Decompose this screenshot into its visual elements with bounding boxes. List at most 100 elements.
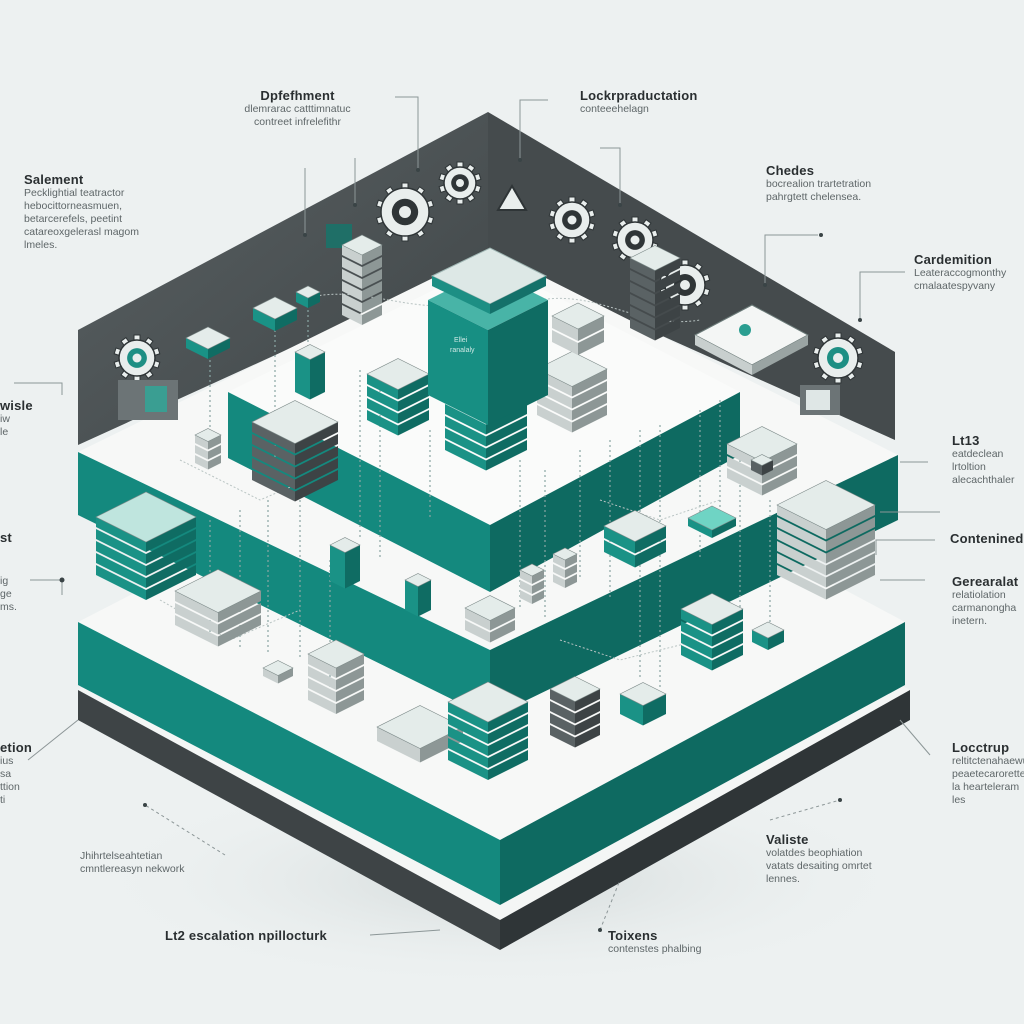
label-right-6-line-2: peaetecaroretten <box>952 768 1024 780</box>
label-right-4-title: Contenined <box>950 531 1024 546</box>
gear-icon <box>438 161 482 205</box>
label-right-6-line-4: les <box>952 794 966 806</box>
gear-icon <box>113 334 161 382</box>
central-box-text-1: Ellei <box>454 337 468 344</box>
stacked-block <box>341 234 383 325</box>
label-right-2-title: Cardemition <box>914 252 993 267</box>
wall-panel-right-screen <box>806 390 830 410</box>
stacked-block <box>687 505 737 538</box>
label-bottom-center-right: Valiste volatdes beophiation vatats desa… <box>766 832 936 886</box>
label-left-4: etion ius sa ttion ti <box>0 740 40 807</box>
label-right-1-title: Chedes <box>766 163 815 178</box>
label-right-5-title: Gerearalat <box>952 574 1019 589</box>
wall-panel-left-screen <box>145 386 167 412</box>
layer-3-right <box>490 392 740 592</box>
stacked-block <box>776 480 876 600</box>
stacked-block <box>750 454 774 476</box>
label-right-6-line-3: la hearteleram <box>952 781 1020 793</box>
label-left-2-title: wisle <box>0 398 33 413</box>
label-right-5-line-2: carmanongha <box>952 602 1017 614</box>
label-left-2: wisle iw le <box>0 398 40 439</box>
label-bottom-center: Lt2 escalation npillocturk <box>165 928 375 943</box>
label-right-6-line-1: reltitctenahaewun <box>952 755 1024 767</box>
warning-icon <box>496 184 528 211</box>
label-bottom-center-title: Lt2 escalation npillocturk <box>165 928 327 943</box>
label-left-2-line-2: le <box>0 426 9 438</box>
label-bottom-center-right-line-1: volatdes beophiation <box>766 847 863 859</box>
stacked-block <box>603 510 667 568</box>
label-left-1-line-3: betarcerefels, peetint <box>24 213 123 225</box>
label-right-2-line-1: Leateraccogmonthy <box>914 267 1007 279</box>
stacked-block <box>552 547 578 588</box>
stacked-block <box>751 621 785 650</box>
wall-gears <box>113 161 864 384</box>
layer-1-left <box>78 622 500 905</box>
gear-icon <box>375 182 435 242</box>
stacked-block <box>194 428 222 470</box>
stacked-block <box>536 351 608 433</box>
label-right-5-line-3: inetern. <box>952 615 988 627</box>
label-top-center-line-2: contreet infrelefithr <box>254 116 341 128</box>
left-back-wall <box>78 112 488 445</box>
label-left-4-line-2: sa <box>0 768 12 780</box>
stacked-block <box>252 296 298 331</box>
stacked-block <box>447 681 529 780</box>
label-left-2-line-1: iw <box>0 413 10 425</box>
label-left-4-line-4: ti <box>0 794 6 806</box>
label-left-1-line-4: catareoxgelerasl magom <box>24 226 139 238</box>
label-left-4-line-1: ius <box>0 755 14 767</box>
stacked-block <box>294 344 326 400</box>
base-plate-left <box>78 690 500 950</box>
stacked-block <box>95 491 197 600</box>
label-top-center: Dpfefhment dlemrarac catttimnatuc contre… <box>215 88 380 129</box>
label-left-4-title: etion <box>0 740 33 755</box>
label-right-3-line-1: eatdeclean lrtoltion <box>952 448 1004 473</box>
stacked-block <box>185 326 231 359</box>
gear-icon <box>611 216 659 264</box>
stacked-block <box>551 302 605 355</box>
label-bottom-center-right-line-2: vatats desaiting omrtet <box>766 860 872 872</box>
leader-lines <box>14 96 940 936</box>
base-plate-right <box>500 690 910 950</box>
label-top-right-line-1: conteeehelagn <box>580 103 649 115</box>
label-bottom-left-line-2: cmntlereasyn nekwork <box>80 863 185 875</box>
stacked-block <box>464 595 516 643</box>
stacked-block <box>174 569 262 647</box>
label-left-3: st ig ge ms. <box>0 530 30 614</box>
label-right-6: Locctrup reltitctenahaewun peaetecaroret… <box>952 740 1024 807</box>
gear-icon <box>812 332 864 384</box>
label-bottom-center-right-title: Valiste <box>766 832 809 847</box>
stacked-block <box>329 537 361 589</box>
label-right-5: Gerearalat relatiolation carmanongha ine… <box>952 574 1024 628</box>
stacked-block <box>404 573 432 617</box>
label-right-6-title: Locctrup <box>952 740 1010 755</box>
label-top-right: Lockrpraductation conteeehelagn <box>580 88 780 116</box>
gear-icon <box>548 196 596 244</box>
label-left-1-line-2: hebocittorneasmuen, <box>24 200 123 212</box>
label-right-4: Contenined <box>950 531 1024 546</box>
central-box-text-2: ranalaly <box>450 347 475 354</box>
label-top-center-title: Dpfefhment <box>260 88 335 103</box>
label-bottom-right-line-1: contenstes phalbing <box>608 943 702 955</box>
stacked-block <box>680 593 744 671</box>
label-bottom-right-title: Toixens <box>608 928 658 943</box>
label-bottom-left-line-1: Jhihrtelseahtetian <box>80 850 163 862</box>
label-right-2-line-2: cmalaatespyvany <box>914 280 996 292</box>
label-left-1: Salement Pecklightial teatractor hebocit… <box>24 172 214 252</box>
central-server-box: Ellei ranalaly <box>428 247 548 425</box>
processor-chip <box>693 304 810 375</box>
label-left-3-line-1: ig <box>0 575 9 587</box>
label-right-3-line-2: alecachthaler <box>952 474 1015 486</box>
label-left-1-line-1: Pecklightial teatractor <box>24 187 125 199</box>
stacked-block <box>629 245 681 341</box>
stacked-block <box>262 660 294 684</box>
label-right-1: Chedes bocrealion trartetration pahrgtet… <box>766 163 966 204</box>
stacked-block <box>251 400 339 502</box>
component-blocks <box>95 234 876 780</box>
label-right-5-line-1: relatiolation <box>952 589 1006 601</box>
label-left-3-line-3: ms. <box>0 601 17 613</box>
label-bottom-right: Toixens contenstes phalbing <box>608 928 758 956</box>
stacked-block <box>295 285 321 308</box>
